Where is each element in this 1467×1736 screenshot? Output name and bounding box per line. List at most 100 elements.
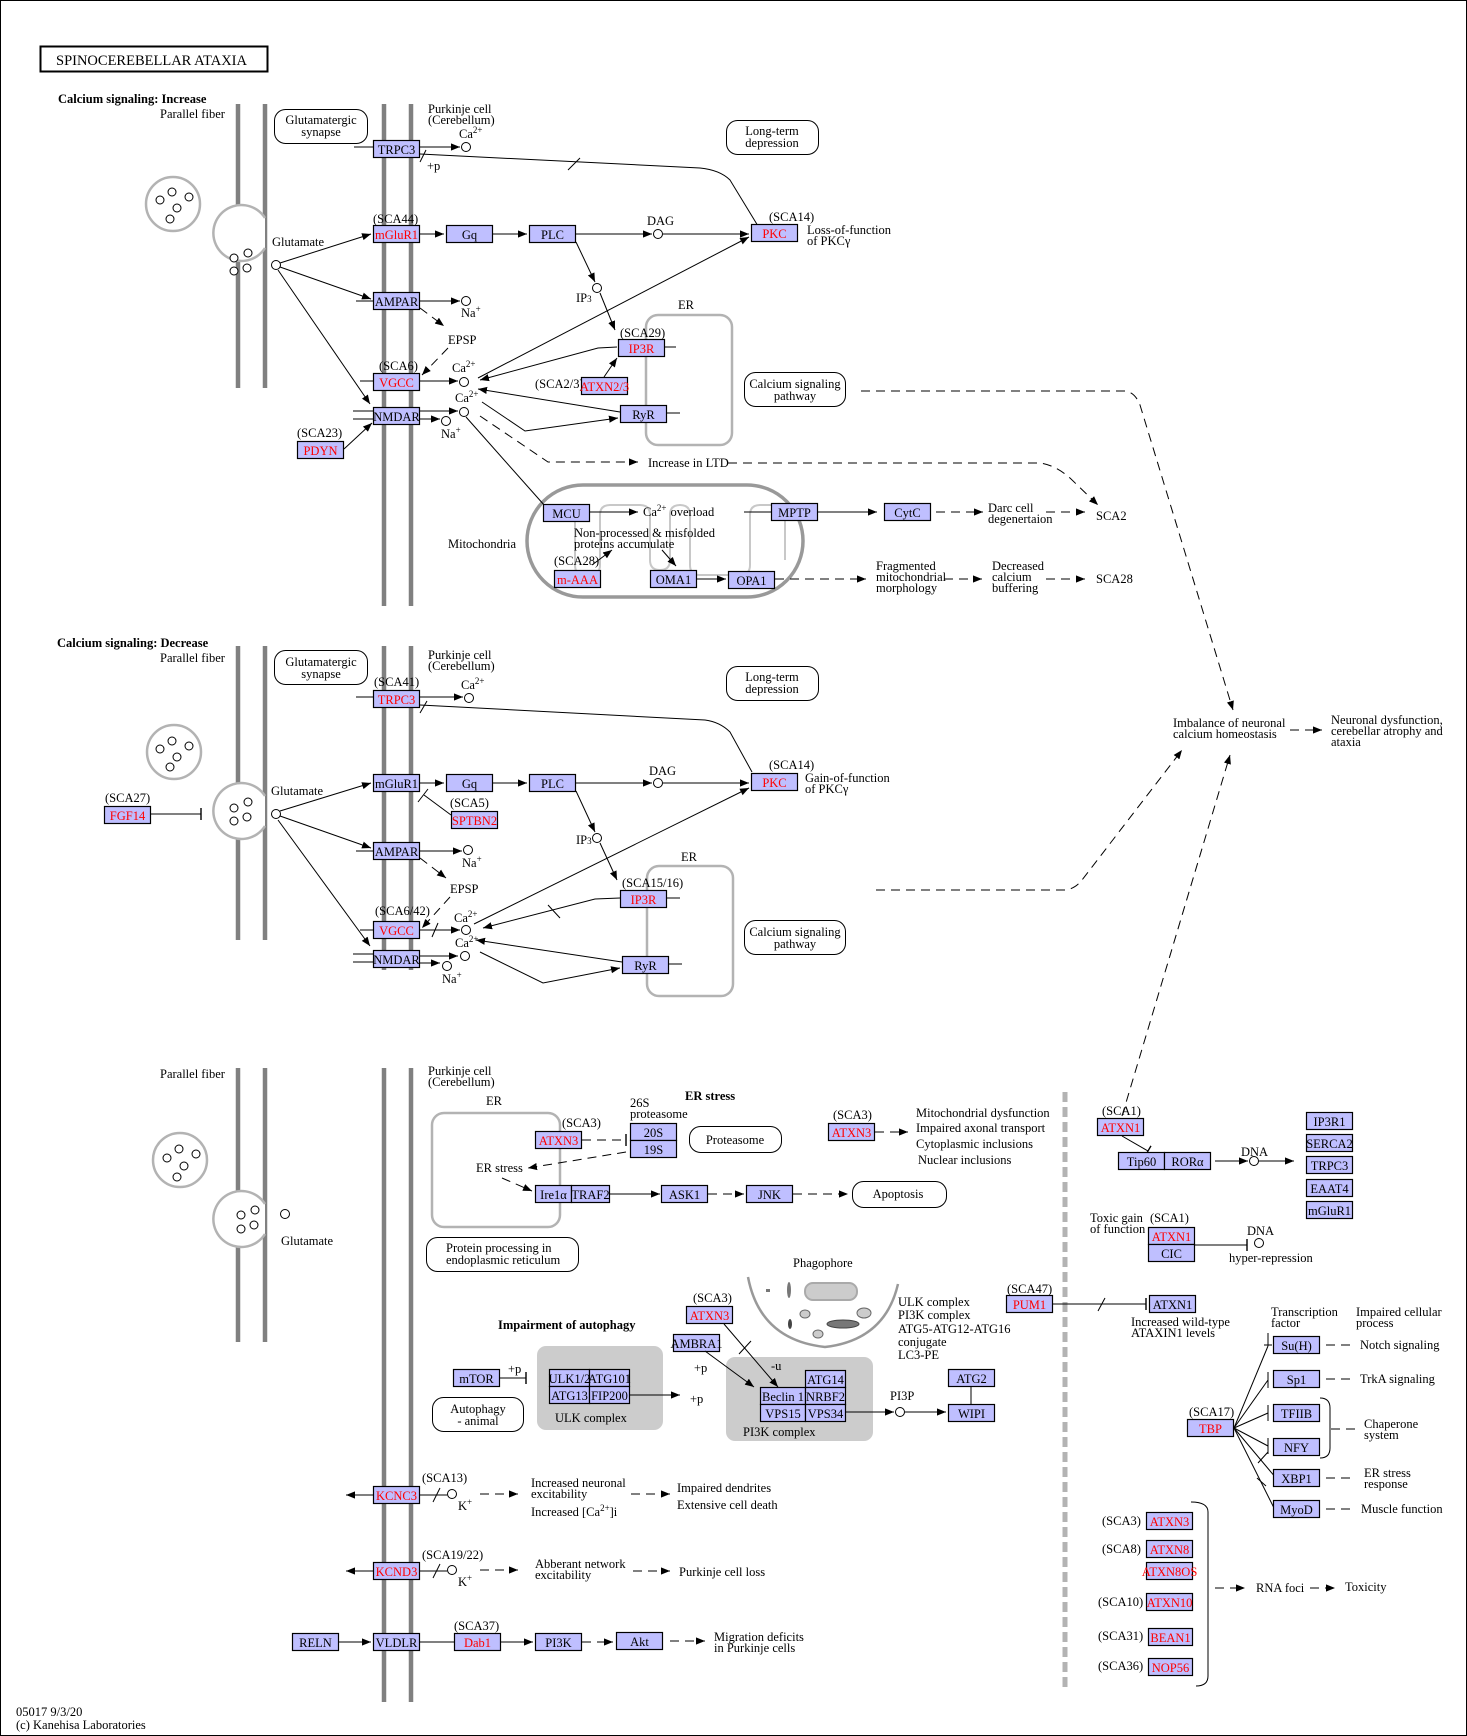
gene-atxn1[interactable]: ATXN1 — [1148, 1294, 1197, 1314]
gene-tip60[interactable]: Tip60 — [1117, 1151, 1166, 1171]
gene-atxn10[interactable]: ATXN10 — [1145, 1592, 1194, 1612]
gene-myod[interactable]: MyoD — [1272, 1499, 1321, 1519]
gene-sp1[interactable]: Sp1 — [1272, 1369, 1321, 1389]
gene-su-h[interactable]: Su(H) — [1272, 1335, 1321, 1355]
gene-atxn3[interactable]: ATXN3 — [1145, 1511, 1194, 1531]
gene-ask1[interactable]: ASK1 — [660, 1184, 709, 1204]
gene-traf2[interactable]: TRAF2 — [570, 1184, 611, 1204]
gene-ryr[interactable]: RyR — [619, 404, 668, 424]
gene-trpc3[interactable]: TRPC3 — [1305, 1155, 1354, 1175]
gene-oma1[interactable]: OMA1 — [649, 569, 698, 589]
pathway-apoptosis[interactable]: Apoptosis — [852, 1181, 947, 1208]
gene-dab1[interactable]: Dab1 — [453, 1632, 502, 1652]
gene-tbp[interactable]: TBP — [1186, 1418, 1235, 1438]
gene-cic[interactable]: CIC — [1147, 1243, 1196, 1263]
gene-nop56[interactable]: NOP56 — [1147, 1657, 1194, 1677]
gene-trpc3[interactable]: TRPC3 — [372, 689, 421, 709]
gene-ulk12[interactable]: ULK1/2 — [549, 1368, 591, 1388]
gene-vgcc[interactable]: VGCC — [372, 372, 421, 392]
gene-nmdar[interactable]: NMDAR — [372, 949, 420, 969]
pathway-long-term-depression[interactable]: Long-term depression — [726, 120, 819, 155]
gene-atxn2-3[interactable]: ATXN2/3 — [580, 376, 629, 396]
gene-atxn3[interactable]: ATXN3 — [827, 1122, 876, 1142]
edge — [279, 266, 372, 300]
gene-mtor[interactable]: mTOR — [452, 1368, 501, 1388]
gene-fgf14[interactable]: FGF14 — [103, 805, 152, 825]
gene-trpc3[interactable]: TRPC3 — [372, 139, 421, 159]
gene-atxn8[interactable]: ATXN8 — [1145, 1539, 1194, 1559]
gene-wipi[interactable]: WIPI — [947, 1403, 996, 1423]
gene-plc[interactable]: PLC — [528, 773, 577, 793]
gene-gq[interactable]: Gq — [445, 224, 494, 244]
gene-bean1[interactable]: BEAN1 — [1147, 1627, 1194, 1647]
gene-jnk[interactable]: JNK — [745, 1184, 794, 1204]
pathway-proteasome[interactable]: Proteasome — [689, 1126, 782, 1153]
gene-atg14[interactable]: ATG14 — [804, 1369, 847, 1389]
gene-atxn1[interactable]: ATXN1 — [1096, 1117, 1145, 1137]
label-er-stress: ER stress — [476, 1161, 523, 1175]
svg-text:ATXN3: ATXN3 — [539, 1134, 579, 1148]
gene-kcnc3[interactable]: KCNC3 — [372, 1485, 421, 1505]
gene-m-aaa[interactable]: m-AAA — [553, 569, 602, 589]
gene-ip3r1[interactable]: IP3R1 — [1305, 1111, 1354, 1131]
pathway-calcium-signaling[interactable]: Calcium signaling pathway — [744, 372, 846, 407]
gene-rora[interactable]: RORα — [1163, 1151, 1212, 1171]
gene-akt[interactable]: Akt — [615, 1631, 664, 1651]
gene-atxn8os[interactable]: ATXN8OS — [1142, 1561, 1198, 1581]
gene-mglur1[interactable]: mGluR1 — [1305, 1200, 1354, 1220]
gene-atg2[interactable]: ATG2 — [947, 1368, 996, 1388]
gene-atxn3[interactable]: ATXN3 — [534, 1130, 583, 1150]
gene-atxn1[interactable]: ATXN1 — [1147, 1226, 1196, 1246]
gene-mglur1[interactable]: mGluR1 — [372, 224, 421, 244]
gene-nmdar[interactable]: NMDAR — [372, 406, 420, 426]
gene-plc[interactable]: PLC — [528, 224, 577, 244]
gene-serca2[interactable]: SERCA2 — [1305, 1133, 1354, 1153]
gene-pkc[interactable]: PKC — [750, 223, 799, 243]
gene-tfiib[interactable]: TFIIB — [1272, 1403, 1321, 1423]
gene-ip3r[interactable]: IP3R — [619, 889, 668, 909]
gene-pum1[interactable]: PUM1 — [1005, 1294, 1054, 1314]
gene-kcnd3[interactable]: KCND3 — [372, 1561, 421, 1581]
gene-opa1[interactable]: OPA1 — [727, 570, 776, 590]
pathway-glutamatergic-synapse[interactable]: Glutamatergic synapse — [274, 650, 368, 685]
gene-ire1a[interactable]: Ire1α — [534, 1184, 573, 1204]
gene-mptp[interactable]: MPTP — [770, 502, 819, 522]
pathway-long-term-depression[interactable]: Long-term depression — [726, 666, 819, 701]
gene-sptbn2[interactable]: SPTBN2 — [450, 810, 499, 830]
svg-text:PLC: PLC — [541, 777, 564, 791]
gene-20s[interactable]: 20S — [629, 1122, 678, 1142]
gene-nrbf2[interactable]: NRBF2 — [804, 1386, 847, 1406]
pathway-calcium-signaling[interactable]: Calcium signaling pathway — [744, 920, 846, 955]
edge — [1121, 754, 1231, 1117]
gene-mcu[interactable]: MCU — [542, 503, 591, 523]
gene-eaat4[interactable]: EAAT4 — [1305, 1178, 1354, 1198]
gene-vldlr[interactable]: VLDLR — [372, 1632, 421, 1652]
gene-gq[interactable]: Gq — [445, 773, 494, 793]
gene-fip200[interactable]: FIP200 — [588, 1385, 631, 1405]
pathway-autophagy-animal[interactable]: Autophagy - animal — [432, 1397, 524, 1432]
gene-vgcc[interactable]: VGCC — [372, 920, 421, 940]
gene-cytc[interactable]: CytC — [883, 502, 932, 522]
pathway-glutamatergic-synapse[interactable]: Glutamatergic synapse — [274, 109, 368, 144]
gene-atxn3[interactable]: ATXN3 — [685, 1305, 734, 1325]
label-decreased: buffering — [992, 581, 1039, 595]
gene-ryr[interactable]: RyR — [621, 955, 670, 975]
gene-xbp1[interactable]: XBP1 — [1272, 1468, 1321, 1488]
gene-pdyn[interactable]: PDYN — [296, 440, 345, 460]
gene-pi3k[interactable]: PI3K — [534, 1632, 583, 1652]
gene-19s[interactable]: 19S — [629, 1139, 678, 1159]
gene-atg101[interactable]: ATG101 — [588, 1368, 631, 1388]
gene-beclin1[interactable]: Beclin 1 — [759, 1386, 807, 1406]
gene-reln[interactable]: RELN — [291, 1632, 340, 1652]
gene-ampar[interactable]: AMPAR — [372, 841, 421, 861]
gene-mglur1[interactable]: mGluR1 — [372, 773, 421, 793]
gene-ip3r[interactable]: IP3R — [617, 338, 666, 358]
gene-pkc[interactable]: PKC — [750, 772, 799, 792]
gene-vps15[interactable]: VPS15 — [759, 1403, 807, 1423]
gene-atg13[interactable]: ATG13 — [548, 1385, 591, 1405]
gene-nfy[interactable]: NFY — [1272, 1437, 1321, 1457]
gene-ampar[interactable]: AMPAR — [372, 291, 421, 311]
gene-vps34[interactable]: VPS34 — [804, 1403, 847, 1423]
pathway-protein-processing-er[interactable]: Protein processing in endoplasmic reticu… — [426, 1237, 579, 1272]
gene-ambra1[interactable]: AMBRA1 — [670, 1333, 723, 1353]
